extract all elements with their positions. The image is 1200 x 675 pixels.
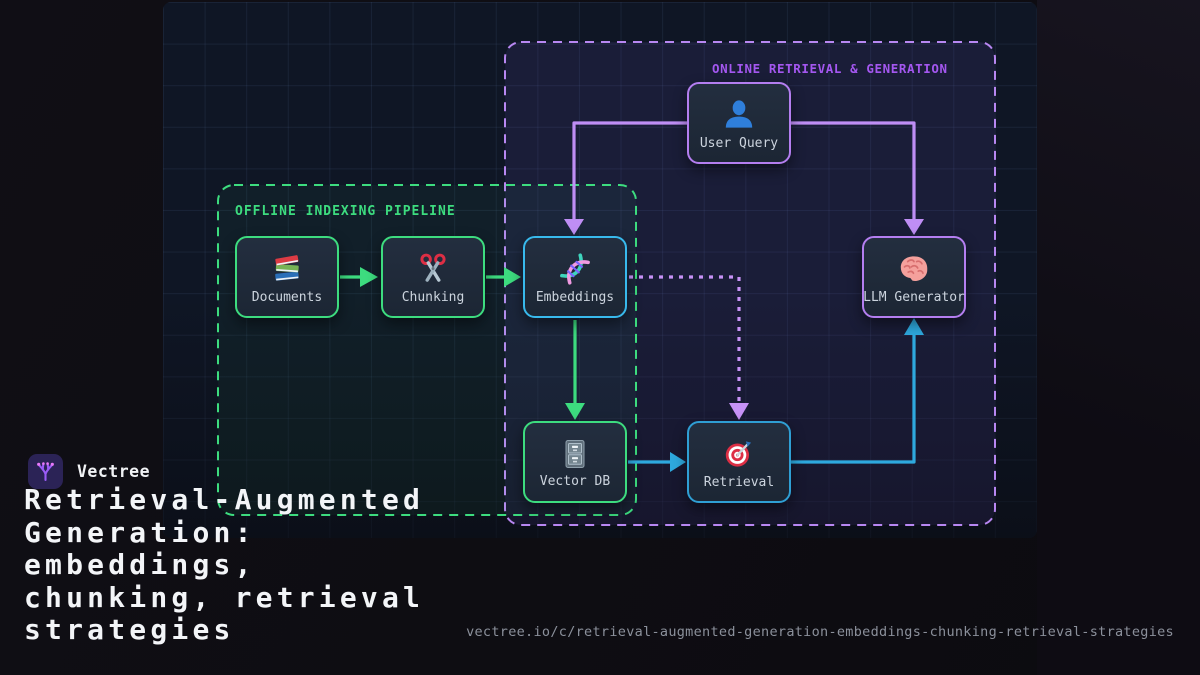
node-label: LLM Generator	[863, 289, 965, 305]
edge-chunking-to-embeddings	[486, 267, 521, 287]
footer-url: vectree.io/c/retrieval-augmented-generat…	[466, 624, 1174, 640]
edge-retrieval-to-llm-generator	[791, 318, 924, 464]
node-chunking: Chunking	[381, 236, 485, 318]
node-vector-db: Vector DB	[523, 421, 627, 503]
node-label: Documents	[251, 289, 323, 305]
node-user-query: User Query	[687, 82, 791, 164]
edge-documents-to-chunking	[340, 267, 378, 287]
file-cabinet-icon	[565, 439, 585, 468]
edge-vector-db-to-retrieval	[628, 452, 686, 472]
online-section-label: ONLINE RETRIEVAL & GENERATION	[712, 61, 948, 76]
page-title: Retrieval-Augmented Generation: embeddin…	[24, 483, 425, 647]
node-retrieval: Retrieval	[687, 421, 791, 503]
node-label: Chunking	[401, 289, 465, 305]
brand-name: Vectree	[77, 462, 151, 481]
node-label: Vector DB	[539, 473, 611, 489]
books-icon	[275, 254, 299, 281]
node-label: User Query	[699, 135, 779, 151]
right-shade	[1037, 0, 1200, 675]
node-label: Embeddings	[535, 289, 615, 305]
target-icon	[725, 440, 752, 467]
scissors-icon	[420, 253, 446, 282]
user-icon	[725, 99, 753, 128]
offline-section-label: OFFLINE INDEXING PIPELINE	[235, 204, 456, 219]
node-label: Retrieval	[703, 474, 775, 490]
node-embeddings: Embeddings	[523, 236, 627, 318]
brain-icon	[900, 255, 928, 281]
edge-user-query-to-llm-generator	[791, 121, 924, 235]
edge-embeddings-to-retrieval	[629, 275, 749, 420]
edge-user-query-to-embeddings	[564, 121, 687, 235]
node-documents: Documents	[235, 236, 339, 318]
brand: Vectree	[28, 454, 150, 489]
edge-embeddings-to-vector-db	[565, 320, 585, 420]
node-llm-generator: LLM Generator	[862, 236, 966, 318]
dna-icon	[560, 252, 590, 285]
vectree-logo-icon	[28, 454, 63, 489]
